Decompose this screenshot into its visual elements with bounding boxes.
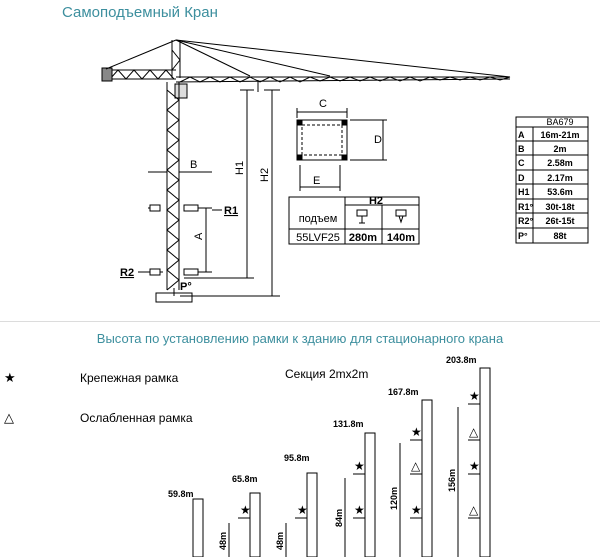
hook-icon — [356, 209, 368, 217]
legend-section: Секция 2mx2m — [285, 367, 368, 381]
spec-key: A — [518, 130, 525, 140]
hook-icon — [359, 216, 365, 224]
spec-key: C — [518, 158, 525, 168]
column-dim-label: 84m — [334, 509, 344, 527]
column-dim-label: 120m — [389, 487, 399, 510]
spec-model: BA679 — [546, 117, 573, 127]
hoist-table — [288, 196, 420, 245]
column-height-label: 167.8m — [388, 387, 419, 397]
label-h2: H2 — [259, 168, 271, 182]
column-height-label: 203.8m — [446, 355, 477, 365]
mast-column — [306, 472, 318, 557]
section-outline — [296, 119, 348, 161]
hoist-value: 140m — [387, 232, 415, 244]
hoist-value: 280m — [349, 232, 377, 244]
star-icon: ★ — [297, 503, 308, 517]
mast-column — [421, 399, 433, 557]
spec-table — [515, 116, 589, 244]
star-icon: ★ — [411, 503, 422, 517]
spec-value: 88t — [553, 231, 566, 241]
page-title: Самоподъемный Кран — [62, 4, 218, 21]
hoist-row-label: подъем — [299, 213, 338, 225]
spec-value: 16m-21m — [540, 130, 579, 140]
section-d: D — [374, 134, 382, 146]
label-r2: R2 — [120, 267, 134, 279]
column-dim-label: 156m — [447, 469, 457, 492]
hoist-head: H2 — [369, 195, 383, 207]
spec-key: R2° — [518, 216, 534, 226]
legend-anchor: Крепежная рамка — [80, 371, 179, 385]
spec-key: D — [518, 173, 525, 183]
column-height-label: 95.8m — [284, 453, 310, 463]
label-a: A — [193, 232, 205, 240]
column-dim-label: 48m — [218, 532, 228, 550]
triangle-icon: △ — [469, 425, 479, 439]
spec-value: 2m — [553, 144, 566, 154]
hook-icon — [398, 215, 404, 224]
spec-key: R1° — [518, 202, 534, 212]
spec-value: 2.58m — [547, 158, 573, 168]
column-height-label: 59.8m — [168, 489, 194, 499]
label-r1: R1 — [224, 205, 238, 217]
mast-column — [249, 492, 261, 557]
star-icon: ★ — [469, 389, 480, 403]
spec-key: P° — [518, 231, 528, 241]
star-icon: ★ — [354, 459, 365, 473]
triangle-icon: △ — [4, 410, 14, 425]
label-h1: H1 — [234, 161, 246, 175]
spec-value: 26t-15t — [545, 216, 574, 226]
section-c: C — [319, 98, 327, 110]
section-subtitle: Высота по установлению рамки к зданию дл… — [96, 331, 504, 346]
label-p: P° — [180, 281, 192, 293]
label-b: B — [190, 159, 197, 171]
triangle-icon: △ — [469, 503, 479, 517]
mast-column — [479, 367, 491, 557]
cab — [174, 83, 188, 99]
star-icon: ★ — [354, 503, 365, 517]
divider — [0, 321, 600, 322]
column-dim-label: 48m — [275, 532, 285, 550]
hoist-model: 55LVF25 — [296, 232, 340, 244]
star-icon: ★ — [4, 370, 16, 385]
spec-value: 2.17m — [547, 173, 573, 183]
spec-value: 30t-18t — [545, 202, 574, 212]
mast-column — [364, 432, 376, 557]
column-height-label: 65.8m — [232, 474, 258, 484]
star-icon: ★ — [469, 459, 480, 473]
legend-weak: Ослабленная рамка — [80, 411, 193, 425]
spec-key: B — [518, 144, 525, 154]
triangle-icon: △ — [411, 459, 421, 473]
counterweight — [101, 67, 113, 82]
star-icon: ★ — [411, 425, 422, 439]
spec-key: H1 — [518, 187, 530, 197]
hook-icon — [395, 209, 407, 217]
spec-value: 53.6m — [547, 187, 573, 197]
column-height-label: 131.8m — [333, 419, 364, 429]
star-icon: ★ — [240, 503, 251, 517]
mast-column — [192, 498, 204, 557]
section-e: E — [313, 175, 320, 187]
